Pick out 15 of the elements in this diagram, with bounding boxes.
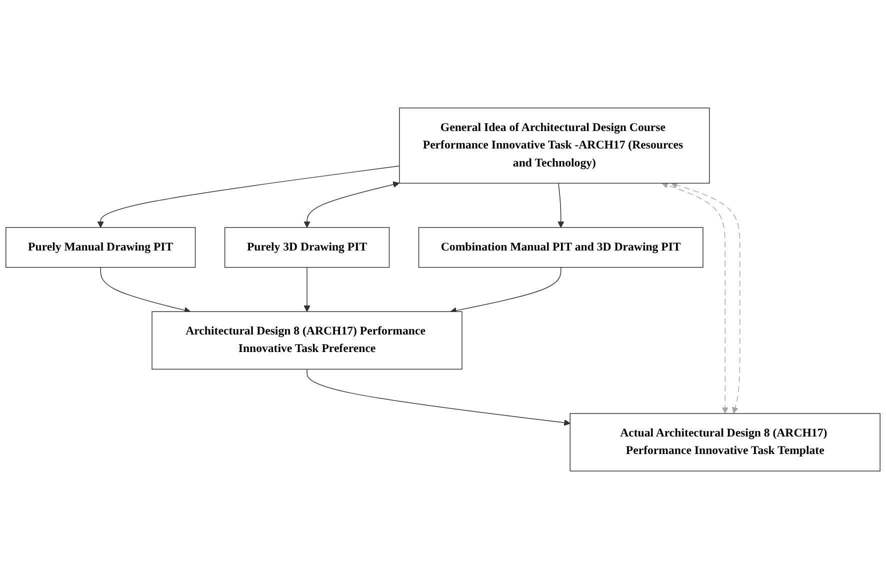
arrow bbox=[558, 182, 564, 228]
arrow bbox=[450, 267, 562, 314]
arrow bbox=[670, 182, 740, 414]
node-box: Purely 3D Drawing PIT bbox=[224, 227, 390, 268]
node-box: General Idea of Architectural Design Course Performance Innovative Task -ARCH17 (Resources and Technology) bbox=[399, 108, 710, 184]
arrow bbox=[97, 166, 400, 228]
node-box: Architectural Design 8 (ARCH17) Performance Innovative Task Preference bbox=[152, 311, 462, 370]
arrow bbox=[306, 368, 570, 426]
arrow bbox=[304, 181, 400, 228]
node-box: Purely Manual Drawing PIT bbox=[6, 227, 196, 268]
arrow bbox=[662, 182, 728, 414]
node-box: Actual Architectural Design 8 (ARCH17) Performance Innovative Task Template bbox=[570, 413, 880, 472]
arrow bbox=[100, 267, 191, 314]
node-box: Combination Manual PIT and 3D Drawing PIT bbox=[418, 227, 704, 268]
arrow bbox=[304, 267, 310, 312]
